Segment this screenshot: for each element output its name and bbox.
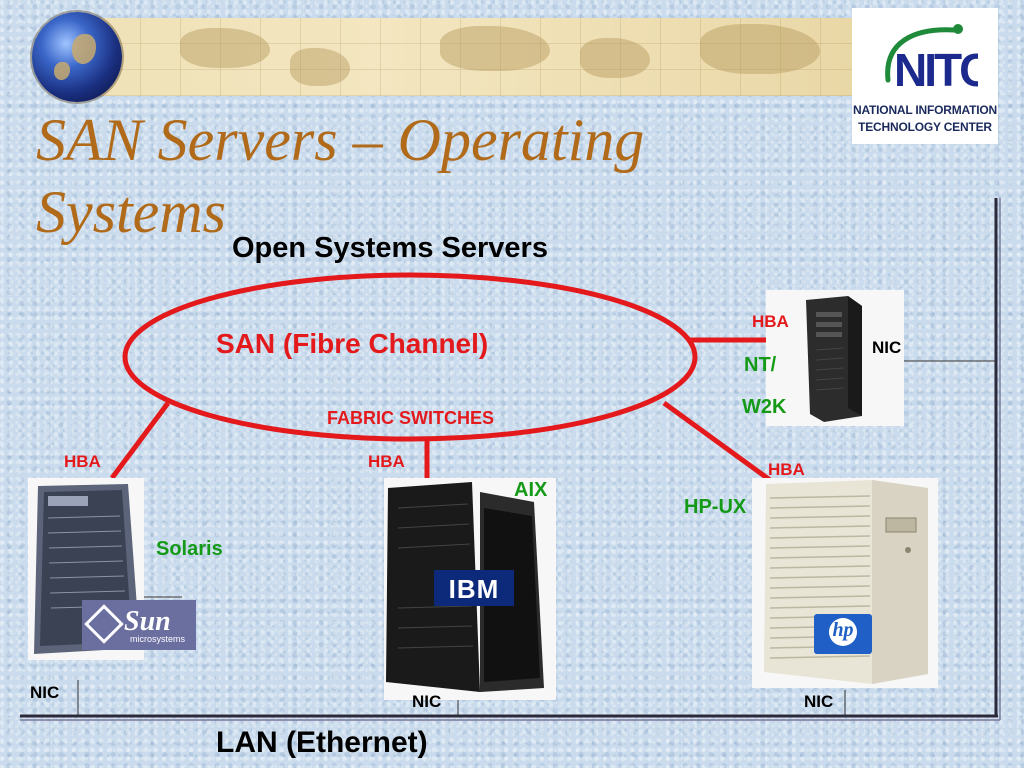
hp-server: [752, 478, 938, 688]
san-label: SAN (Fibre Channel): [216, 328, 489, 359]
os-label-hpux: HP-UX: [684, 496, 747, 518]
slide-title: SAN Servers – Operating Systems: [36, 107, 645, 245]
os-label-w2k: W2K: [742, 396, 787, 418]
fabric-switches-label: FABRIC SWITCHES: [327, 408, 495, 428]
open-systems-label: Open Systems Servers: [232, 232, 548, 264]
hp-logo-text: hp: [832, 619, 854, 641]
link-hpux: [662, 400, 772, 483]
logo-text: NITC: [894, 44, 978, 96]
hba-label-aix: HBA: [368, 452, 405, 471]
hba-label-solaris: HBA: [64, 452, 101, 471]
ibm-logo-text: IBM: [448, 574, 500, 604]
nic-label-nt: NIC: [872, 338, 902, 357]
os-label-solaris: Solaris: [156, 538, 223, 560]
nt-server: [766, 290, 904, 426]
nitc-logo-mark: NITC: [885, 24, 978, 96]
nic-label-hpux: NIC: [804, 692, 834, 711]
logo-caption-line1: NATIONAL INFORMATION: [853, 103, 997, 117]
link-solaris: [109, 401, 171, 480]
os-label-nt: NT/: [744, 354, 777, 376]
nitc-logo: NITC NATIONAL INFORMATION TECHNOLOGY CEN…: [852, 8, 998, 144]
san-ellipse: [122, 272, 698, 442]
sun-logo: Sun microsystems: [82, 600, 196, 650]
nic-label-aix: NIC: [412, 692, 442, 711]
logo-caption-line2: TECHNOLOGY CENTER: [858, 120, 992, 134]
sun-logo-text: Sun: [124, 606, 171, 637]
hba-label-nt: HBA: [752, 312, 789, 331]
ibm-logo: IBM: [434, 570, 514, 606]
globe-icon: [32, 12, 122, 102]
nic-label-solaris: NIC: [30, 683, 60, 702]
sun-logo-icon: [84, 604, 124, 644]
lan-label: LAN (Ethernet): [216, 726, 428, 759]
os-label-aix: AIX: [514, 479, 548, 501]
hba-label-hpux: HBA: [768, 460, 805, 479]
map-banner: [60, 18, 860, 96]
sun-logo-subtext: microsystems: [130, 634, 186, 644]
hp-logo: hp: [814, 614, 872, 654]
